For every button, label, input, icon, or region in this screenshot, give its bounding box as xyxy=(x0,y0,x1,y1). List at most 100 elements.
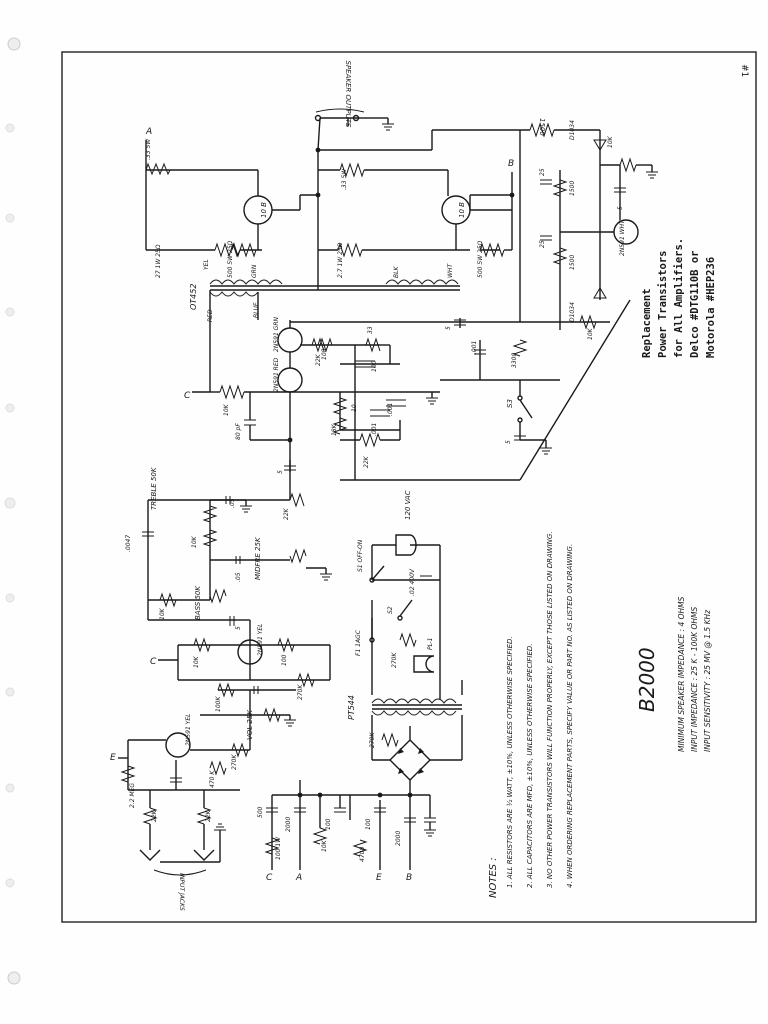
c-label: .001 xyxy=(471,341,478,354)
r-label: 270K xyxy=(391,652,398,668)
c-label: 100 xyxy=(325,818,332,830)
r-label: 1500 xyxy=(569,255,576,270)
midfreq-label: MIDFRE 25K xyxy=(254,536,262,580)
r-label: 270K xyxy=(231,754,238,770)
drawing-border xyxy=(61,51,757,923)
r-label: 2.2 MEG xyxy=(129,783,136,808)
node-e-left: E xyxy=(110,753,116,763)
spec-line-2: INPUT IMPEDANCE : 25 K - 100K OHMS xyxy=(690,607,699,752)
c-label: .05 xyxy=(229,498,236,508)
model-label: B2000 xyxy=(635,647,659,712)
c-label: 25 xyxy=(539,240,546,248)
r-label: 500 5W 25Ω xyxy=(477,240,484,278)
spec-block: MINIMUM SPEAKER IMPEDANCE : 4 OHMS INPUT… xyxy=(677,596,712,752)
r-label: 10K xyxy=(193,655,200,668)
c-label: .001 xyxy=(387,403,394,416)
r-label: 10K xyxy=(587,327,594,340)
pt544-label: PT544 xyxy=(347,695,356,720)
c-label: .0047 xyxy=(125,535,132,552)
q-pre1-label: 2N591 YEL xyxy=(257,624,264,656)
wire-blue: BLUE xyxy=(253,302,260,318)
pre-transistor-2 xyxy=(165,732,191,758)
r-label: 2.7 1W 25Ω xyxy=(337,242,344,278)
c-label: 5 xyxy=(235,626,242,630)
c-label: .02 400V xyxy=(409,568,416,596)
pre-transistor-1 xyxy=(237,639,263,665)
pilot-label: PL-1 xyxy=(427,638,434,650)
power-plug xyxy=(395,534,417,556)
r-label: 100 xyxy=(281,654,288,666)
switch-s2-label: S2 xyxy=(387,606,394,614)
replacement-note: Replacement Power Transistors for All Am… xyxy=(641,238,717,358)
replacement-line-2: Power Transistors xyxy=(657,251,669,358)
c-label: 5 xyxy=(277,470,284,474)
r-label: 470 K xyxy=(209,770,216,788)
r-label: 100K xyxy=(215,696,222,712)
q-bias-label: 2N591 WHT xyxy=(619,219,626,256)
r-label: 100 xyxy=(321,348,328,360)
replacement-line-4: Delco #DTG110B or xyxy=(689,251,701,358)
tone-stack: TREBLE 50K .05 22K .0047 10K xyxy=(125,460,332,680)
replacement-line-5: Motorola #HEP236 xyxy=(705,257,717,358)
q-output-1-label: 10 B xyxy=(260,202,268,218)
c-label: 5 xyxy=(617,206,624,210)
input-jacks-label: INPUT JACKS xyxy=(178,873,185,911)
c-label: 25 xyxy=(539,168,546,176)
r-label: 10K xyxy=(191,535,198,548)
r-label: 33 xyxy=(367,326,374,334)
node-c-left: C xyxy=(150,657,157,667)
driver-transistor-2 xyxy=(277,327,303,353)
r-label: 22K xyxy=(205,809,212,822)
preamp: C 10K 2N591 YEL 100 270K 100K VOL 25K xyxy=(110,624,331,911)
r-label: 1500 xyxy=(569,181,576,196)
switch-s3-label: S3 xyxy=(506,399,514,408)
diode2-label: D1034 xyxy=(569,302,576,322)
note-4: 4. WHEN ORDERING REPLACEMENT PARTS, SPEC… xyxy=(566,544,574,888)
r-label: .33 5W xyxy=(145,138,152,160)
output-stage: A .33 5W 27 1W 25Ω 10 B .33 5W xyxy=(145,61,601,290)
r-label: 10K xyxy=(159,607,166,620)
wire-yel: YEL xyxy=(203,259,210,270)
schematic: A .33 5W 27 1W 25Ω 10 B .33 5W xyxy=(110,61,658,911)
note-2: 2. ALL CAPACITORS ARE MFD, ±10%, UNLESS … xyxy=(526,643,534,888)
notes-heading: NOTES : xyxy=(488,857,499,898)
binder-holes xyxy=(4,37,21,985)
node-e-bottom: E xyxy=(376,873,382,883)
bias-stage: D1034 10K 5 2N591 WHT 1500 25 1500 xyxy=(539,120,658,340)
r-label: 270K xyxy=(369,732,376,748)
c-label: 5 xyxy=(505,440,512,444)
wire-grn: GRN xyxy=(251,264,258,278)
pilot-lamp xyxy=(413,655,435,673)
c-label: 80 pF xyxy=(235,423,242,440)
page-number: #1 xyxy=(739,64,749,77)
r-label: 500 5W 25Ω xyxy=(227,240,234,278)
bass-label: BASS 50K xyxy=(194,585,202,620)
c-label: 100 xyxy=(365,818,372,830)
r-label: 22K xyxy=(151,809,158,822)
node-b-top: B xyxy=(508,159,514,169)
speaker-outputs-label: SPEAKER OUTPUTS xyxy=(344,61,352,129)
spec-line-3: INPUT SENSITIVITY : 25 MV @ 1.5 KHz xyxy=(703,609,712,752)
r-label: 270K xyxy=(297,684,304,700)
r-label: 22K xyxy=(315,353,322,366)
driver-stage: C 10K 2N591 RED 2N591 GRN 22K 100 33 xyxy=(184,130,631,481)
r-label: 10 xyxy=(351,404,358,412)
r-label: 27 1W 25Ω xyxy=(155,244,162,278)
q-driver-label: 2N591 RED xyxy=(273,357,280,392)
output-transformer: OT452 RED YEL GRN BLUE BLK WHT xyxy=(189,259,460,392)
note-1: 1. ALL RESISTORS ARE ½ WATT, ±10%, UNLES… xyxy=(506,636,514,888)
c-label: 2000 xyxy=(285,817,292,832)
c-label: 5 xyxy=(445,326,452,330)
r-label: 10K xyxy=(607,135,614,148)
note-3: 3. NO OTHER POWER TRANSISTORS WILL FUNCT… xyxy=(546,531,554,888)
q-driver2-label: 2N591 GRN xyxy=(273,317,280,352)
r-label: 10K xyxy=(223,403,230,416)
line-voltage-label: 120 VAC xyxy=(404,490,412,520)
node-b-bottom: B xyxy=(406,873,412,883)
spec-line-1: MINIMUM SPEAKER IMPEDANCE : 4 OHMS xyxy=(677,596,686,752)
r-label: .33 5W xyxy=(341,168,348,190)
fuse-label: F1 1AGC xyxy=(355,629,362,656)
power-supply: PT544 F1 1AGC 270K PL-1 S2 S1 OFF-ON .02… xyxy=(257,490,463,883)
node-a-top: A xyxy=(145,127,152,137)
